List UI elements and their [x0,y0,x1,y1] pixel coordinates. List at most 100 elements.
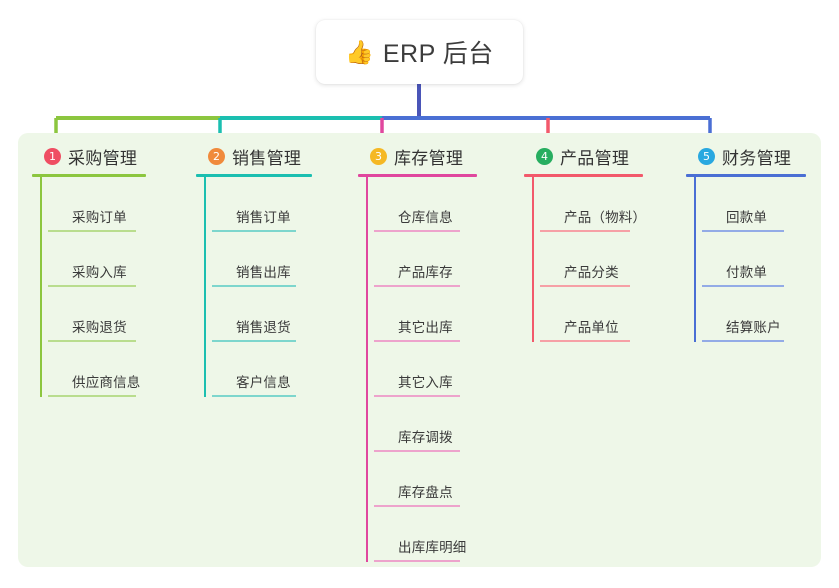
branch-badge-1: 1 [44,147,61,165]
leaf-rule [212,285,296,287]
leaf-rule [48,395,136,397]
branch-rule-4 [524,174,643,177]
branch-column-1: 1 采购管理采购订单采购入库采购退货供应商信息 [32,143,146,397]
leaf-rule [374,450,460,452]
leaf-item[interactable]: 库存调拨 [366,397,477,452]
branch-title-3: 库存管理 [394,148,464,168]
branch-title-5: 财务管理 [722,148,792,168]
leaf-item[interactable]: 产品单位 [532,287,646,342]
leaf-item[interactable]: 销售退货 [204,287,312,342]
leaf-label: 采购入库 [72,265,127,280]
leaf-label: 供应商信息 [72,375,141,390]
leaf-item[interactable]: 其它出库 [366,287,477,342]
leaf-item[interactable]: 库存盘点 [366,452,477,507]
branch-leaf-list-1: 采购订单采购入库采购退货供应商信息 [32,177,146,397]
leaf-rule [374,505,460,507]
branch-header-1[interactable]: 1 采购管理 [32,143,146,169]
branch-title-1: 采购管理 [68,148,138,168]
leaf-label: 其它出库 [398,320,453,335]
leaf-rule [702,285,784,287]
leaf-item[interactable]: 供应商信息 [40,342,146,397]
leaf-rule [374,560,460,562]
leaf-item[interactable]: 回款单 [694,177,806,232]
leaf-rule [540,230,630,232]
thumbs-up-icon: 👍 [345,38,374,65]
leaf-item[interactable]: 客户信息 [204,342,312,397]
leaf-item[interactable]: 销售出库 [204,232,312,287]
branch-leaf-list-2: 销售订单销售出库销售退货客户信息 [196,177,312,397]
leaf-label: 结算账户 [726,320,781,335]
leaf-item[interactable]: 采购入库 [40,232,146,287]
leaf-rule [374,285,460,287]
branch-header-5[interactable]: 5 财务管理 [686,143,806,169]
branches-panel [18,133,821,567]
leaf-rule [48,285,136,287]
leaf-rule [702,340,784,342]
leaf-item[interactable]: 其它入库 [366,342,477,397]
branch-trunk-3 [366,177,368,562]
leaf-rule [212,340,296,342]
branch-trunk-1 [40,177,42,397]
branch-trunk-4 [532,177,534,342]
leaf-item[interactable]: 结算账户 [694,287,806,342]
branch-badge-3: 3 [370,147,387,165]
branch-column-5: 5 财务管理回款单付款单结算账户 [686,143,806,342]
leaf-rule [48,230,136,232]
leaf-label: 销售出库 [236,265,291,280]
leaf-item[interactable]: 产品库存 [366,232,477,287]
leaf-item[interactable]: 出库库明细 [366,507,477,562]
branch-header-2[interactable]: 2 销售管理 [196,143,312,169]
leaf-rule [540,340,630,342]
branch-trunk-5 [694,177,696,342]
branch-rule-2 [196,174,312,177]
leaf-label: 采购订单 [72,210,127,225]
leaf-label: 销售退货 [236,320,291,335]
leaf-item[interactable]: 付款单 [694,232,806,287]
leaf-label: 库存调拨 [398,430,453,445]
root-node[interactable]: 👍 ERP 后台 [316,20,523,84]
branch-rule-3 [358,174,477,177]
branch-leaf-list-3: 仓库信息产品库存其它出库其它入库库存调拨库存盘点出库库明细 [358,177,477,562]
leaf-rule [374,395,460,397]
leaf-label: 库存盘点 [398,485,453,500]
leaf-rule [48,340,136,342]
leaf-label: 销售订单 [236,210,291,225]
leaf-label: 产品单位 [564,320,619,335]
root-title: ERP 后台 [382,40,494,68]
leaf-label: 仓库信息 [398,210,453,225]
leaf-rule [212,395,296,397]
leaf-label: 产品库存 [398,265,453,280]
leaf-rule [212,230,296,232]
leaf-label: 付款单 [726,265,768,280]
leaf-item[interactable]: 销售订单 [204,177,312,232]
branch-rule-1 [32,174,146,177]
branch-rule-5 [686,174,806,177]
leaf-label: 回款单 [726,210,768,225]
branch-column-3: 3 库存管理仓库信息产品库存其它出库其它入库库存调拨库存盘点出库库明细 [358,143,477,562]
leaf-item[interactable]: 产品（物料） [532,177,646,232]
leaf-item[interactable]: 产品分类 [532,232,646,287]
leaf-rule [540,285,630,287]
leaf-label: 产品分类 [564,265,619,280]
leaf-label: 产品（物料） [564,210,647,225]
leaf-item[interactable]: 仓库信息 [366,177,477,232]
branch-badge-5: 5 [698,147,715,165]
branch-badge-4: 4 [536,147,553,165]
branch-badge-2: 2 [208,147,225,165]
branch-header-3[interactable]: 3 库存管理 [358,143,477,169]
leaf-rule [374,340,460,342]
leaf-label: 客户信息 [236,375,291,390]
leaf-item[interactable]: 采购订单 [40,177,146,232]
leaf-label: 出库库明细 [398,540,467,555]
branch-column-2: 2 销售管理销售订单销售出库销售退货客户信息 [196,143,312,397]
branch-leaf-list-4: 产品（物料） 产品分类产品单位 [524,177,646,342]
leaf-label: 采购退货 [72,320,127,335]
branch-title-2: 销售管理 [232,148,302,168]
leaf-item[interactable]: 采购退货 [40,287,146,342]
branch-leaf-list-5: 回款单付款单结算账户 [686,177,806,342]
branch-trunk-2 [204,177,206,397]
leaf-rule [374,230,460,232]
